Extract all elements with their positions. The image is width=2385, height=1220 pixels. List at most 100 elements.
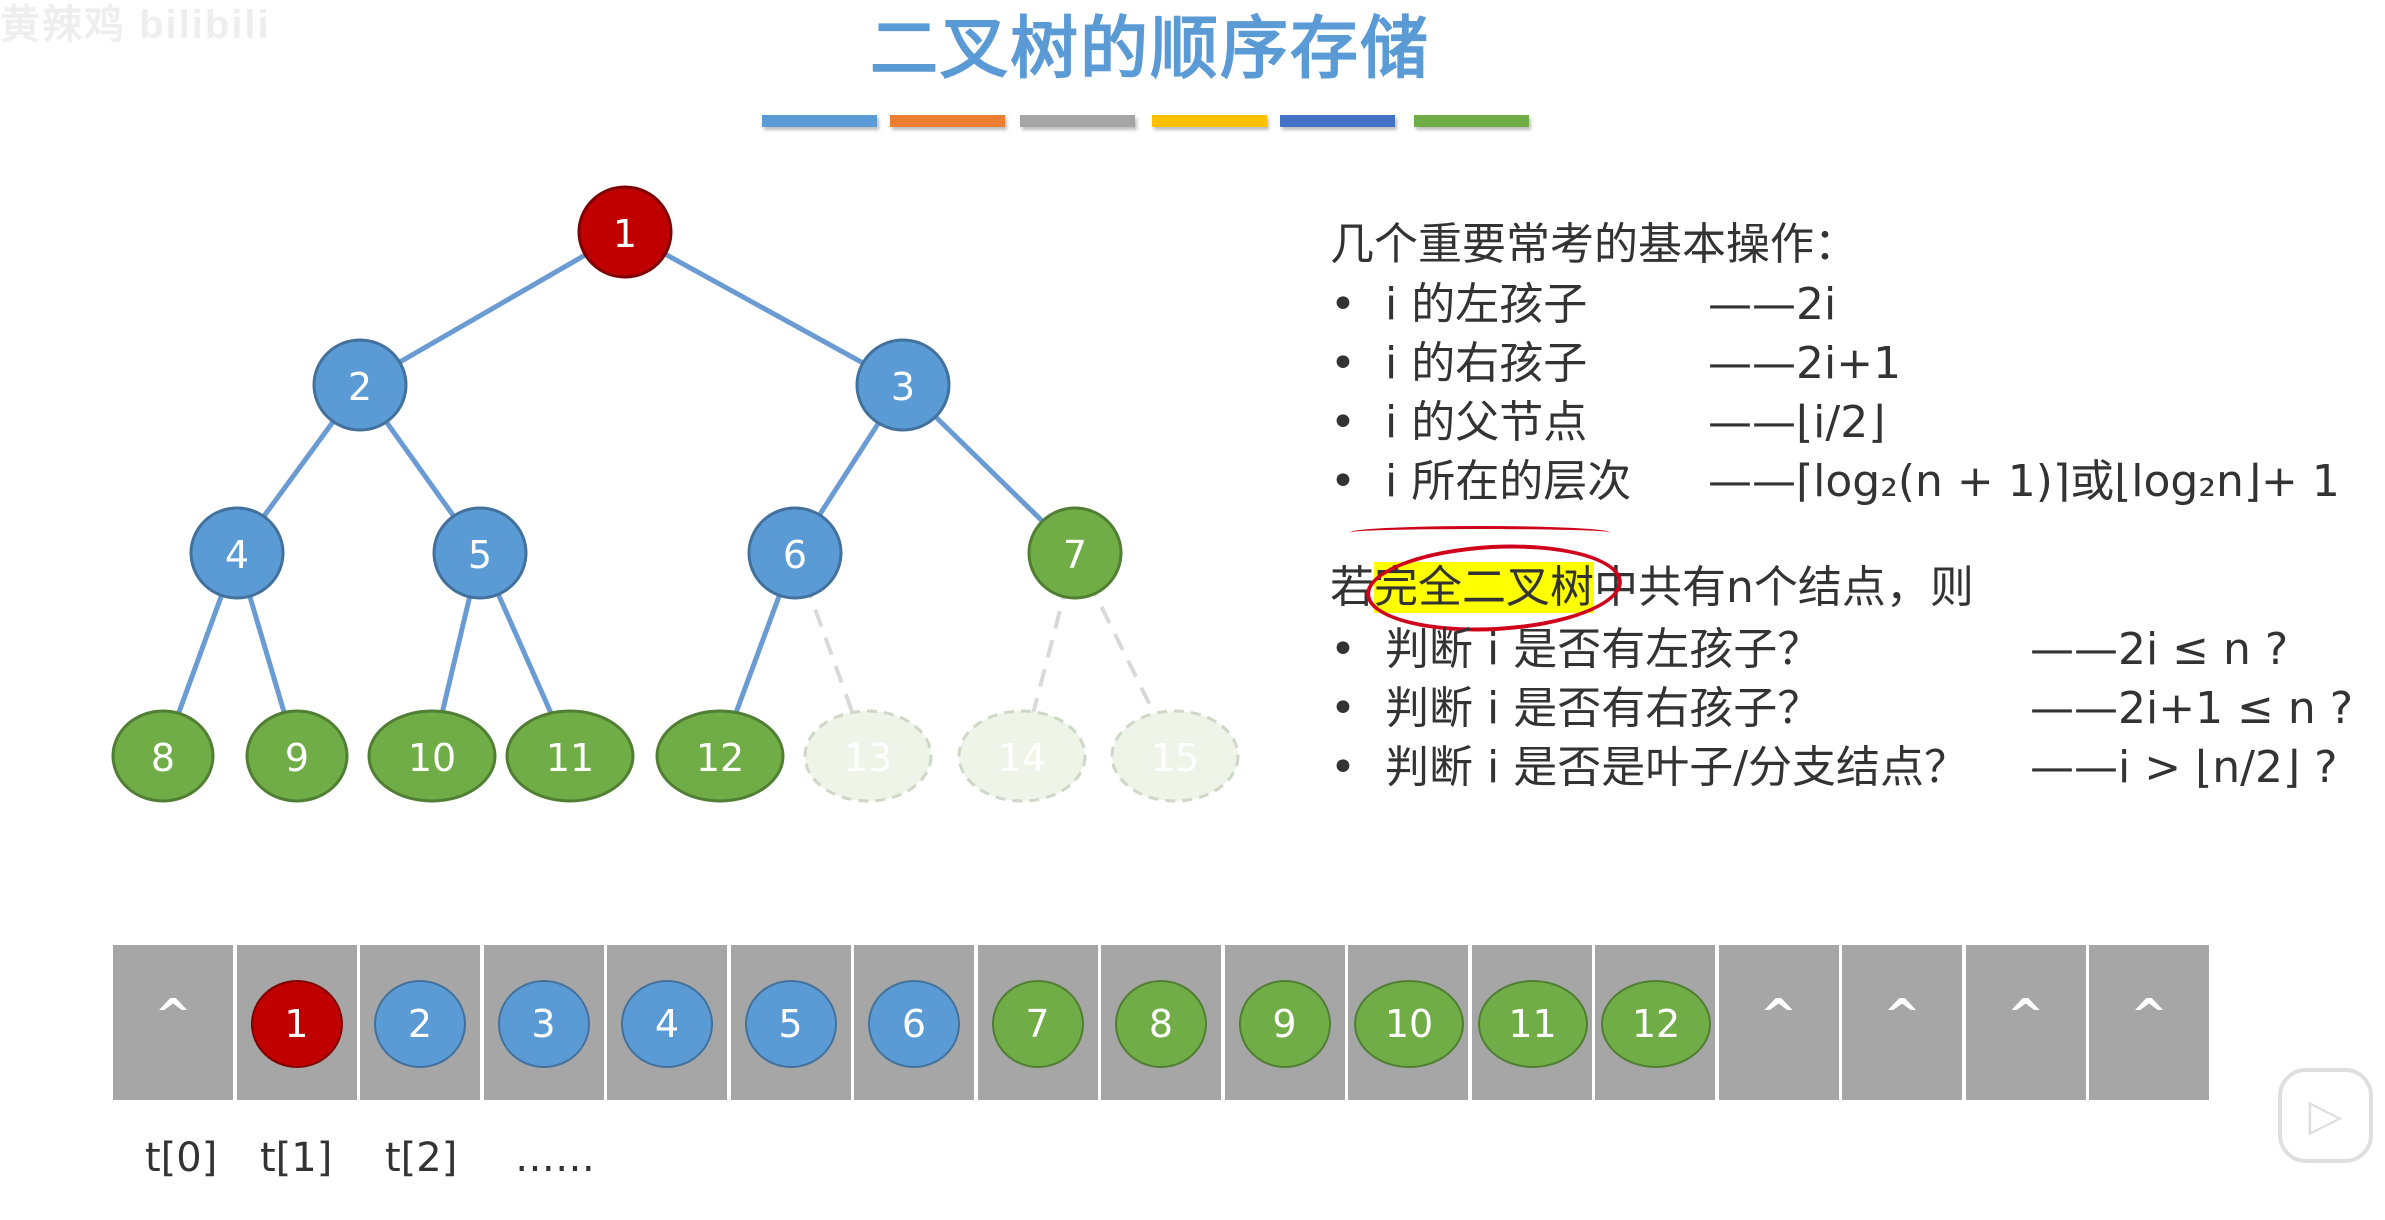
tree-node-5: 5 <box>432 506 528 600</box>
tree-node-label: 10 <box>408 736 456 780</box>
tree-node-label: 7 <box>1063 533 1087 577</box>
null-marker: ^ <box>1760 990 1797 1041</box>
bilibili-watermark: 黄辣鸡 bilibili <box>0 3 271 47</box>
array-node-1: 1 <box>250 980 343 1068</box>
judgement-text: 判断 i 是否有右孩子？ <box>1385 683 1822 734</box>
tree-node-10: 10 <box>367 709 497 803</box>
bullet: • <box>1330 742 1356 793</box>
tree-edge <box>358 229 627 388</box>
array-node-10: 10 <box>1354 980 1464 1068</box>
array-cell: 4 <box>607 945 729 1100</box>
tree-node-8: 8 <box>111 709 215 803</box>
tree-node-label: 1 <box>613 212 637 256</box>
index-label: t[0] <box>145 1135 218 1181</box>
operation-text: i 所在的层次 <box>1385 456 1632 507</box>
null-marker: ^ <box>1883 990 1921 1041</box>
tree-node-circle <box>189 506 285 600</box>
tree-node-12: 12 <box>655 709 785 803</box>
tree-node-label: 5 <box>468 533 492 577</box>
color-bar <box>762 115 877 127</box>
operations-heading: 几个重要常考的基本操作： <box>1330 219 1858 270</box>
color-bar <box>1414 115 1529 127</box>
tree-node-label: 2 <box>348 365 372 409</box>
array-node-9: 9 <box>1238 980 1331 1068</box>
red-annotation-stroke <box>1350 526 1610 539</box>
array-cell: ^ <box>1842 945 1964 1100</box>
tree-node-14: 14 <box>957 709 1087 803</box>
tree-node-circle <box>312 338 408 432</box>
tree-node-6: 6 <box>747 506 843 600</box>
tree-node-label: 13 <box>844 736 892 780</box>
page-title: 二叉树的顺序存储 <box>869 10 1430 89</box>
highlighted-term: 完全二叉树 <box>1374 562 1594 613</box>
complete-binary-tree-panel: 若完全二叉树中共有n个结点，则 • 判断 i 是否有左孩子？ ——2i ≤ n … <box>1330 538 2370 797</box>
operation-formula: ——⌈log₂(n + 1)⌉或⌊log₂n⌋+ 1 <box>1708 456 2340 507</box>
array-cell: 6 <box>854 945 976 1100</box>
array-node-5: 5 <box>744 980 837 1068</box>
array-cell: 2 <box>360 945 482 1100</box>
tree-node-2: 2 <box>312 338 408 432</box>
bullet: • <box>1330 279 1356 330</box>
array-cell: 5 <box>730 945 853 1100</box>
array-cell: ^ <box>113 945 235 1100</box>
array-cell: 7 <box>977 945 1100 1100</box>
judgement-item: • 判断 i 是否是叶子/分支结点？ ——i > ⌊n/2⌋ ? <box>1330 738 2370 797</box>
array-node-12: 12 <box>1601 980 1711 1068</box>
tree-node-11: 11 <box>505 709 635 803</box>
tree-node-label: 8 <box>151 736 175 780</box>
operation-item: • i 的父节点 ——⌊i/2⌋ <box>1330 393 2370 452</box>
array-cell: 1 <box>236 945 359 1100</box>
judgement-item: • 判断 i 是否有左孩子？ ——2i ≤ n ? <box>1330 620 2370 679</box>
color-bar <box>890 115 1005 127</box>
array-node-11: 11 <box>1477 980 1588 1068</box>
tree-node-circle <box>111 709 215 803</box>
array-cell: 11 <box>1471 945 1594 1100</box>
tree-node-label: 14 <box>998 736 1046 780</box>
index-label: …… <box>515 1135 595 1181</box>
tree-node-circle <box>432 506 528 600</box>
operation-formula: ——2i+1 <box>1708 338 1902 389</box>
play-button-icon[interactable]: ▷ <box>2278 1068 2373 1163</box>
tree-node-circle <box>367 709 497 803</box>
judgement-text: 判断 i 是否有左孩子？ <box>1385 624 1822 675</box>
tree-node-circle <box>505 709 635 803</box>
tree-node-label: 12 <box>696 736 744 780</box>
operation-item: • i 所在的层次 ——⌈log₂(n + 1)⌉或⌊log₂n⌋+ 1 <box>1330 452 2370 511</box>
operation-text: i 的左孩子 <box>1385 279 1588 330</box>
tree-node-circle <box>855 338 951 432</box>
tree-node-label: 6 <box>783 533 807 577</box>
tree-node-label: 15 <box>1151 736 1199 780</box>
array-cell: 10 <box>1348 945 1470 1100</box>
tree-node-circle <box>577 185 673 279</box>
bullet: • <box>1330 397 1356 448</box>
array-node-2: 2 <box>374 980 466 1068</box>
tree-node-3: 3 <box>855 338 951 432</box>
tree-node-label: 9 <box>285 736 309 780</box>
array-cell: 8 <box>1101 945 1223 1100</box>
array-cell: 12 <box>1595 945 1717 1100</box>
operation-item: • i 的右孩子 ——2i+1 <box>1330 334 2370 393</box>
bullet: • <box>1330 624 1356 675</box>
judgement-item: • 判断 i 是否有右孩子？ ——2i+1 ≤ n ? <box>1330 679 2370 738</box>
tree-node-circle <box>655 709 785 803</box>
tree-node-1: 1 <box>577 185 673 279</box>
array-cell: ^ <box>1718 945 1841 1100</box>
tree-node-circle <box>957 709 1087 803</box>
tree-node-circle <box>1027 506 1123 600</box>
tree-node-9: 9 <box>245 709 349 803</box>
array-node-8: 8 <box>1115 980 1207 1068</box>
tree-node-label: 4 <box>225 533 249 577</box>
tree-node-circle <box>747 506 843 600</box>
judgement-text: 判断 i 是否是叶子/分支结点？ <box>1385 742 1969 793</box>
index-label: t[2] <box>385 1135 458 1181</box>
tree-edge <box>623 229 905 388</box>
highlighted-term-wrap: 完全二叉树 <box>1363 538 1625 638</box>
tree-node-7: 7 <box>1027 506 1123 600</box>
operation-formula: ——2i <box>1708 279 1837 330</box>
array-node-4: 4 <box>621 980 713 1068</box>
tree-node-label: 11 <box>546 736 594 780</box>
bullet: • <box>1330 456 1356 507</box>
title-color-bars <box>762 115 1530 127</box>
array-node-7: 7 <box>991 980 1084 1068</box>
